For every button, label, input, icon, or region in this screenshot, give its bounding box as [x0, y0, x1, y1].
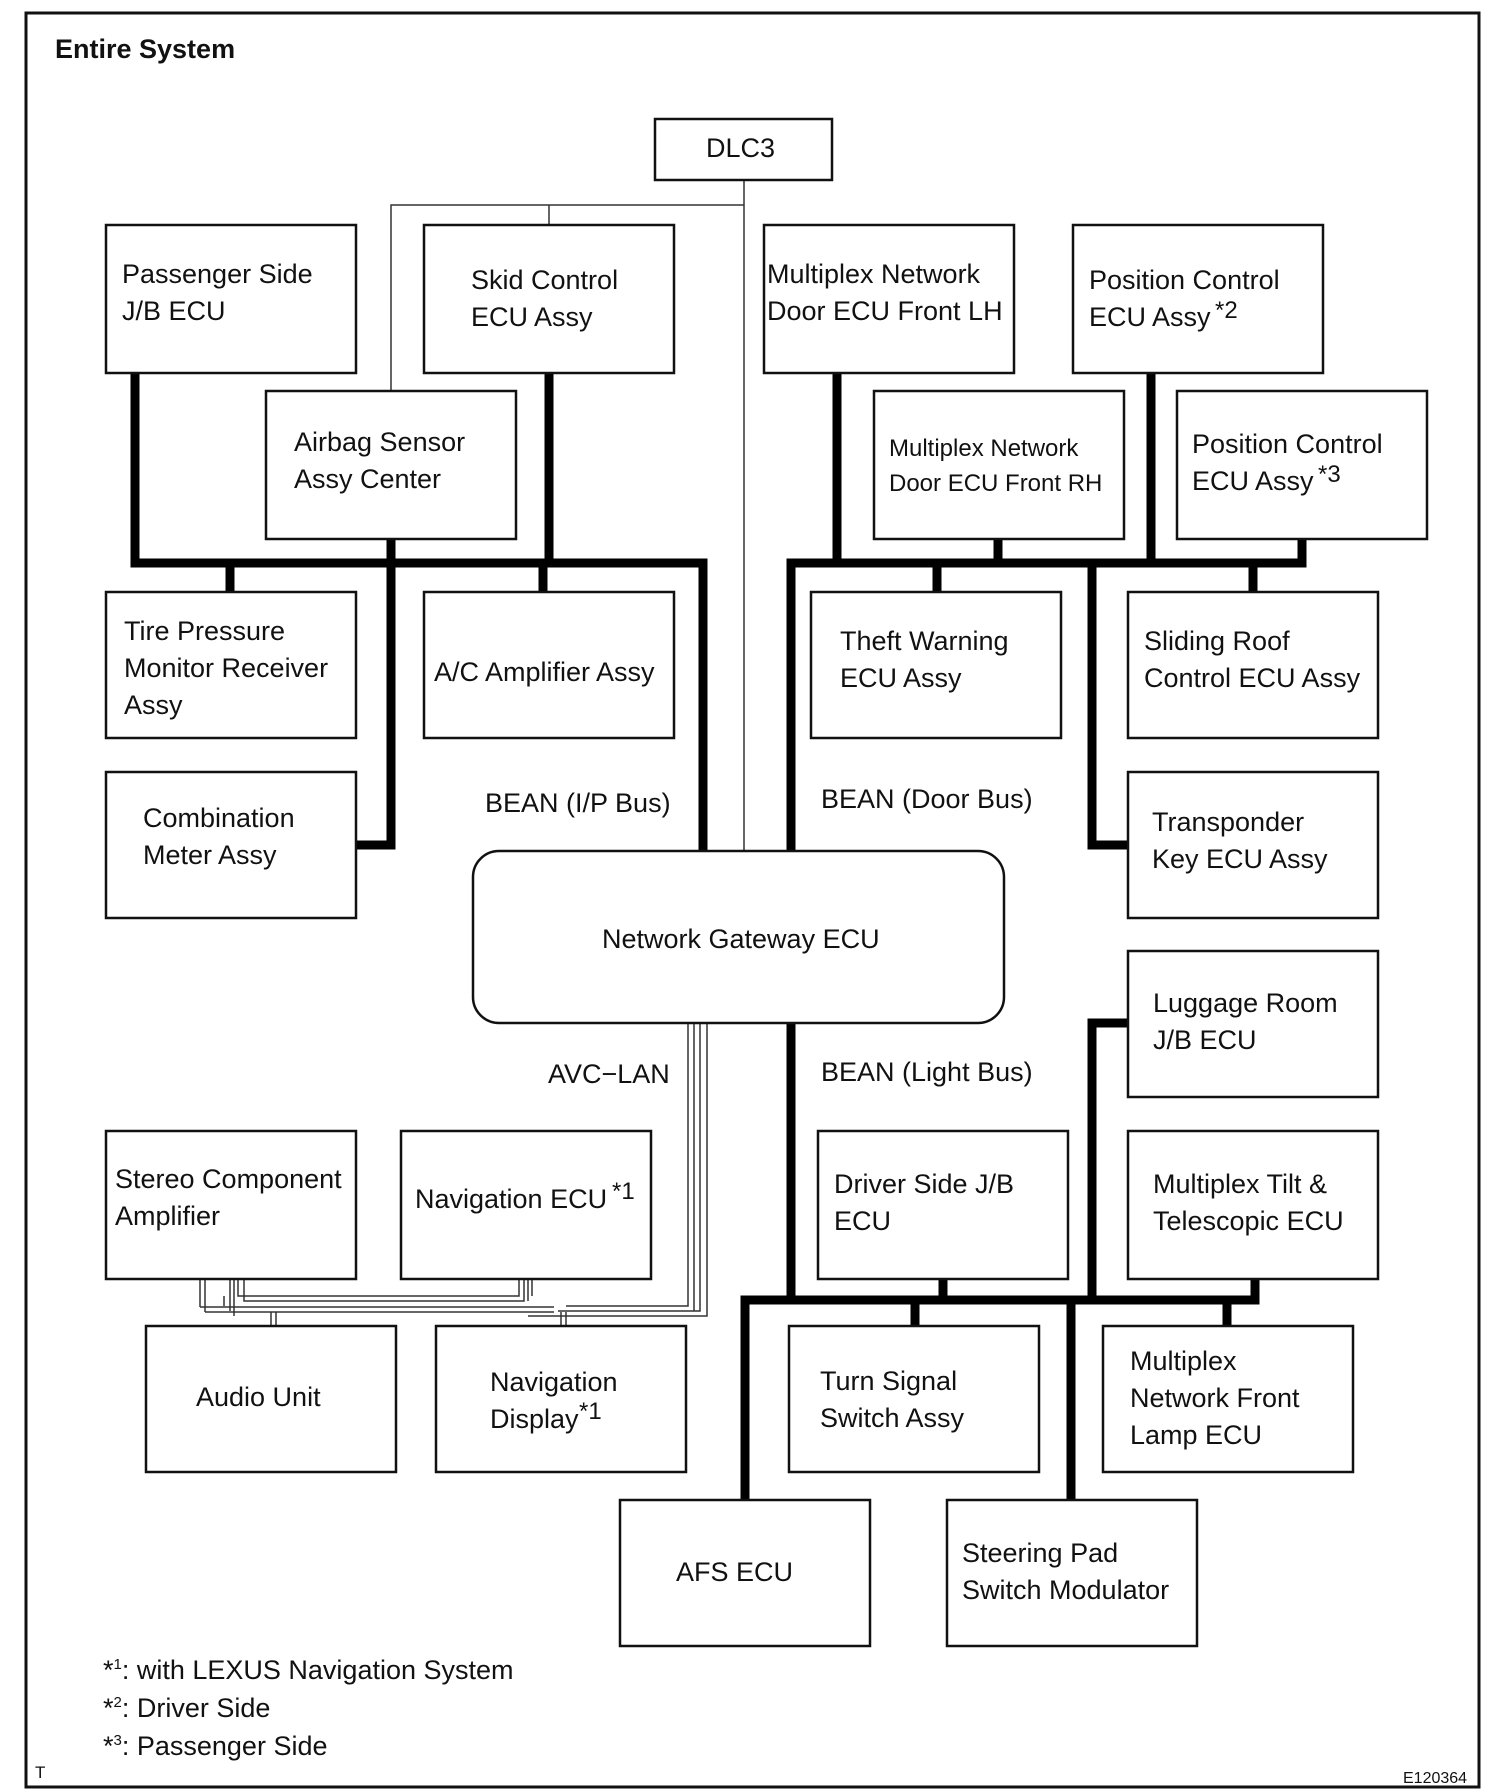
node-skid-control-ecu: Skid Control ECU Assy [422, 223, 676, 375]
svg-text:Meter Assy: Meter Assy [143, 840, 277, 870]
bean-light-bus [740, 1018, 1260, 1505]
diagram-title: Entire System [55, 34, 235, 64]
svg-text:Navigation ECU: Navigation ECU [415, 1184, 607, 1214]
svg-text:Multiplex Network: Multiplex Network [889, 435, 1079, 462]
node-position-control-passenger: Position Control ECU Assy *3 [1175, 389, 1429, 541]
svg-text:J/B ECU: J/B ECU [122, 296, 226, 326]
node-driver-side-jb: Driver Side J/B ECU [816, 1129, 1070, 1281]
svg-text:Assy Center: Assy Center [294, 464, 441, 494]
label-avc-lan: AVC−LAN [548, 1059, 670, 1089]
node-airbag-sensor: Airbag Sensor Assy Center [264, 389, 518, 541]
node-navigation-display: Navigation Display *1 [434, 1324, 688, 1474]
svg-text:Assy: Assy [124, 690, 183, 720]
svg-text:Telescopic ECU: Telescopic ECU [1153, 1206, 1344, 1236]
svg-text:Tire Pressure: Tire Pressure [124, 616, 285, 646]
bean-ip-bus [130, 368, 708, 856]
svg-text:Transponder: Transponder [1152, 807, 1304, 837]
node-passenger-side-jb-ecu: Passenger Side J/B ECU [104, 223, 358, 375]
svg-text:ECU: ECU [834, 1206, 891, 1236]
svg-text:Door ECU Front LH: Door ECU Front LH [767, 296, 1003, 326]
svg-text:Multiplex Network: Multiplex Network [767, 259, 981, 289]
corner-mark: T [35, 1763, 45, 1782]
node-dlc3: DLC3 [653, 117, 834, 182]
svg-text:Position Control: Position Control [1089, 265, 1280, 295]
svg-text:Multiplex Tilt &: Multiplex Tilt & [1153, 1169, 1327, 1199]
node-door-ecu-front-lh: Multiplex Network Door ECU Front LH [762, 223, 1016, 375]
svg-text:Network Front: Network Front [1130, 1383, 1300, 1413]
node-transponder-key: Transponder Key ECU Assy [1126, 770, 1380, 920]
superscript-nav-ecu: *1 [612, 1178, 635, 1205]
svg-text:Sliding Roof: Sliding Roof [1144, 626, 1290, 656]
svg-text:Skid Control: Skid Control [471, 265, 618, 295]
superscript-driver: *2 [1215, 297, 1238, 324]
footnote-3: *3: Passenger Side [103, 1731, 327, 1761]
svg-text:Passenger Side: Passenger Side [122, 259, 313, 289]
node-theft-warning: Theft Warning ECU Assy [809, 590, 1063, 740]
label-bean-door-bus: BEAN (Door Bus) [821, 784, 1033, 814]
dlc3-lines [390, 180, 745, 855]
svg-text:Switch Assy: Switch Assy [820, 1403, 965, 1433]
svg-text:Navigation: Navigation [490, 1367, 618, 1397]
svg-text:Network Gateway ECU: Network Gateway ECU [602, 924, 880, 954]
node-combination-meter: Combination Meter Assy [104, 770, 358, 920]
svg-text:ECU Assy: ECU Assy [1192, 466, 1314, 496]
svg-text:Driver Side J/B: Driver Side J/B [834, 1169, 1014, 1199]
svg-text:J/B ECU: J/B ECU [1153, 1025, 1257, 1055]
svg-text:Monitor Receiver: Monitor Receiver [124, 653, 328, 683]
svg-text:ECU Assy: ECU Assy [471, 302, 593, 332]
superscript-nav-display: *1 [579, 1398, 602, 1425]
svg-text:Steering Pad: Steering Pad [962, 1538, 1118, 1568]
node-sliding-roof: Sliding Roof Control ECU Assy [1126, 590, 1380, 740]
node-audio-unit: Audio Unit [144, 1324, 398, 1474]
svg-text:Door ECU Front RH: Door ECU Front RH [889, 470, 1102, 497]
svg-text:AFS ECU: AFS ECU [676, 1557, 793, 1587]
svg-text:A/C Amplifier Assy: A/C Amplifier Assy [434, 657, 655, 687]
svg-text:Airbag Sensor: Airbag Sensor [294, 427, 465, 457]
node-ac-amplifier: A/C Amplifier Assy [422, 590, 676, 740]
superscript-passenger: *3 [1318, 461, 1341, 488]
node-door-ecu-front-rh: Multiplex Network Door ECU Front RH [872, 389, 1126, 541]
bean-door-bus [786, 368, 1307, 856]
svg-text:Control ECU Assy: Control ECU Assy [1144, 663, 1361, 693]
footnote-1: *1: with LEXUS Navigation System [103, 1655, 514, 1685]
footnotes: *1: with LEXUS Navigation System *2: Dri… [103, 1655, 514, 1761]
node-position-control-driver: Position Control ECU Assy *2 [1071, 223, 1325, 375]
svg-text:Amplifier: Amplifier [115, 1201, 220, 1231]
svg-text:Audio Unit: Audio Unit [196, 1382, 321, 1412]
node-afs-ecu: AFS ECU [618, 1498, 872, 1648]
svg-text:DLC3: DLC3 [706, 133, 775, 163]
svg-text:Theft Warning: Theft Warning [840, 626, 1009, 656]
node-turn-signal-switch: Turn Signal Switch Assy [787, 1324, 1041, 1474]
svg-text:Key ECU Assy: Key ECU Assy [1152, 844, 1328, 874]
label-bean-light-bus: BEAN (Light Bus) [821, 1057, 1033, 1087]
svg-text:Multiplex: Multiplex [1130, 1346, 1237, 1376]
svg-text:Luggage Room: Luggage Room [1153, 988, 1338, 1018]
node-steering-pad-switch-modulator: Steering Pad Switch Modulator [945, 1498, 1199, 1648]
node-network-gateway-ecu: Network Gateway ECU [471, 849, 1006, 1025]
svg-text:Stereo Component: Stereo Component [115, 1164, 342, 1194]
avc-lan-lines [199, 1023, 708, 1326]
svg-text:Display: Display [490, 1404, 579, 1434]
svg-text:ECU Assy: ECU Assy [840, 663, 962, 693]
svg-text:Turn Signal: Turn Signal [820, 1366, 957, 1396]
node-luggage-room-jb: Luggage Room J/B ECU [1126, 949, 1380, 1099]
svg-text:Switch Modulator: Switch Modulator [962, 1575, 1169, 1605]
svg-text:Combination: Combination [143, 803, 295, 833]
svg-text:Lamp ECU: Lamp ECU [1130, 1420, 1262, 1450]
label-bean-ip-bus: BEAN (I/P Bus) [485, 788, 671, 818]
node-front-lamp-ecu: Multiplex Network Front Lamp ECU [1101, 1324, 1355, 1474]
footnote-2: *2: Driver Side [103, 1693, 270, 1723]
node-stereo-component-amplifier: Stereo Component Amplifier [104, 1129, 358, 1281]
svg-text:ECU Assy: ECU Assy [1089, 302, 1211, 332]
node-navigation-ecu: Navigation ECU *1 [399, 1129, 653, 1281]
figure-code: E120364 [1403, 1770, 1467, 1787]
node-tire-pressure-monitor: Tire Pressure Monitor Receiver Assy [104, 590, 358, 740]
svg-text:Position Control: Position Control [1192, 429, 1383, 459]
node-tilt-telescopic-ecu: Multiplex Tilt & Telescopic ECU [1126, 1129, 1380, 1281]
